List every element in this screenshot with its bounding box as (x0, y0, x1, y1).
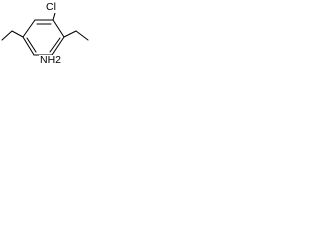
structure-canvas: Cl NH2 (0, 0, 92, 86)
skeletal-structure (1, 12, 89, 59)
ethyl-bond (63, 30, 77, 38)
double-bond-inner (26, 37, 37, 53)
ring-bond (52, 19, 65, 38)
ethyl-bond (75, 30, 89, 41)
chlorine-atom-label: Cl (45, 1, 57, 13)
ring-bond (22, 36, 35, 56)
ring-bond (51, 36, 65, 56)
ring-bond (22, 19, 36, 38)
amine-atom-label: NH2 (39, 54, 63, 66)
ethyl-bond (11, 30, 24, 38)
ethyl-bond (1, 30, 13, 41)
double-bond-inner (49, 37, 61, 53)
chloro-bond (52, 12, 56, 21)
